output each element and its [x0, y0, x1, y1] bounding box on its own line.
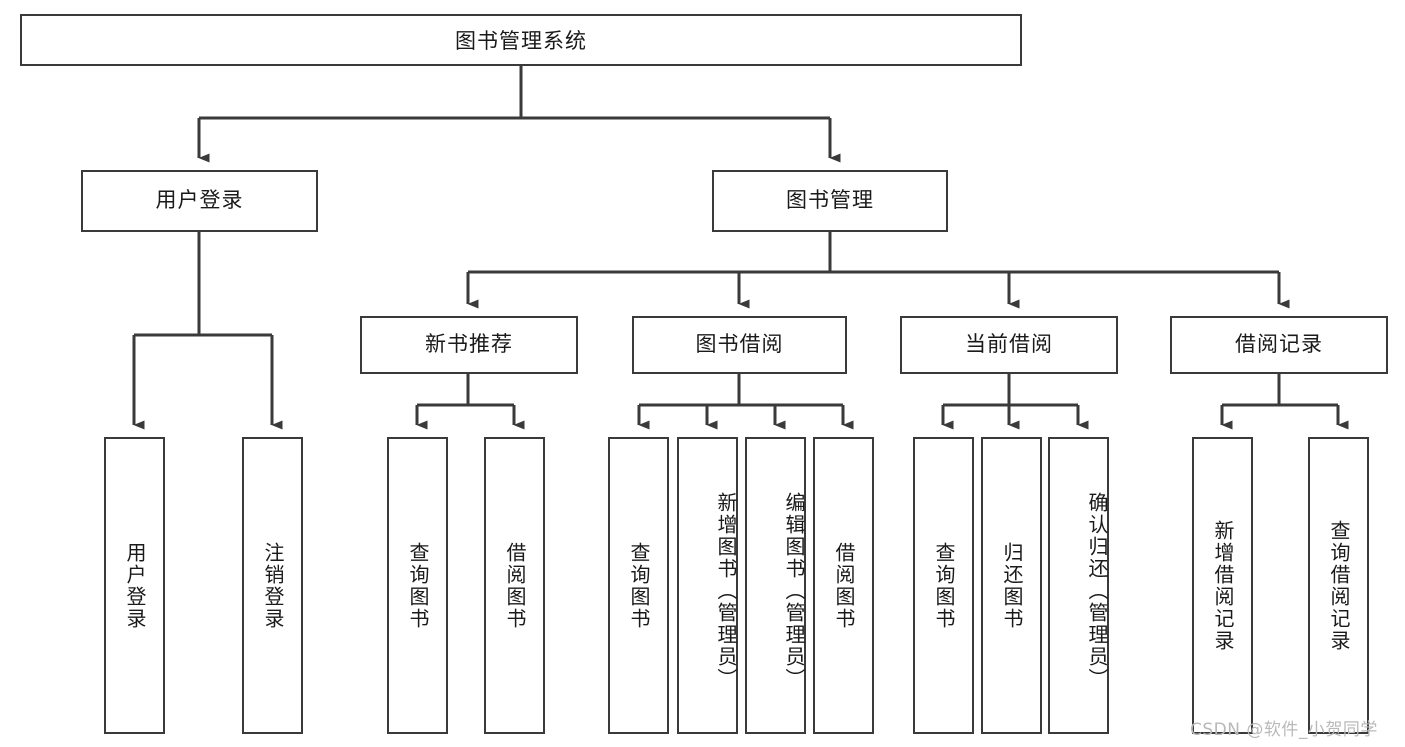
leaf-user-login-label: 用户登录: [123, 541, 147, 630]
leaf-confirm-return-admin-label: 确认归还（管理员）: [1085, 491, 1109, 690]
leaf-add-borrow-record-label: 新增借阅记录: [1211, 519, 1235, 652]
leaf-add-book-admin[interactable]: 新增图书（管理员）: [677, 437, 738, 734]
node-new-book-recommend[interactable]: 新书推荐: [360, 316, 578, 374]
leaf-edit-book-admin[interactable]: 编辑图书（管理员）: [745, 437, 806, 734]
node-new-book-recommend-label: 新书推荐: [425, 332, 513, 357]
leaf-borrow-book-label: 借阅图书: [832, 541, 856, 630]
watermark-label: CSDN @软件_小贺同学: [1190, 720, 1378, 740]
node-book-management-label: 图书管理: [786, 188, 874, 213]
leaf-add-book-admin-label: 新增图书（管理员）: [714, 491, 738, 690]
leaf-query-book-borrow-label: 查询图书: [627, 541, 651, 630]
node-book-borrow[interactable]: 图书借阅: [632, 316, 847, 374]
node-current-borrow[interactable]: 当前借阅: [900, 316, 1118, 374]
node-current-borrow-label: 当前借阅: [965, 332, 1053, 357]
node-book-borrow-label: 图书借阅: [695, 332, 784, 357]
watermark: CSDN @软件_小贺同学: [1190, 715, 1378, 740]
node-user-login[interactable]: 用户登录: [81, 170, 318, 232]
leaf-return-book[interactable]: 归还图书: [981, 437, 1042, 734]
leaf-query-book-current-label: 查询图书: [932, 541, 956, 630]
leaf-logout[interactable]: 注销登录: [242, 437, 303, 734]
node-root[interactable]: 图书管理系统: [20, 14, 1022, 66]
leaf-query-borrow-record[interactable]: 查询借阅记录: [1308, 437, 1369, 734]
leaf-query-book-current[interactable]: 查询图书: [913, 437, 974, 734]
node-borrow-record-label: 借阅记录: [1235, 332, 1323, 357]
node-root-label: 图书管理系统: [455, 29, 587, 53]
leaf-add-borrow-record[interactable]: 新增借阅记录: [1192, 437, 1253, 734]
leaf-query-book-recommend-label: 查询图书: [406, 541, 430, 630]
leaf-borrow-book[interactable]: 借阅图书: [813, 437, 874, 734]
leaf-query-book-recommend[interactable]: 查询图书: [387, 437, 448, 734]
leaf-logout-label: 注销登录: [261, 541, 285, 630]
leaf-user-login[interactable]: 用户登录: [104, 437, 165, 734]
leaf-query-borrow-record-label: 查询借阅记录: [1327, 519, 1351, 652]
node-user-login-label: 用户登录: [155, 188, 244, 213]
leaf-query-book-borrow[interactable]: 查询图书: [608, 437, 669, 734]
leaf-borrow-book-recommend[interactable]: 借阅图书: [484, 437, 545, 734]
leaf-borrow-book-recommend-label: 借阅图书: [503, 541, 527, 630]
leaf-return-book-label: 归还图书: [1000, 541, 1024, 630]
leaf-confirm-return-admin[interactable]: 确认归还（管理员）: [1048, 437, 1109, 734]
leaf-edit-book-admin-label: 编辑图书（管理员）: [782, 491, 806, 690]
node-borrow-record[interactable]: 借阅记录: [1170, 316, 1388, 374]
node-book-management[interactable]: 图书管理: [712, 170, 948, 232]
